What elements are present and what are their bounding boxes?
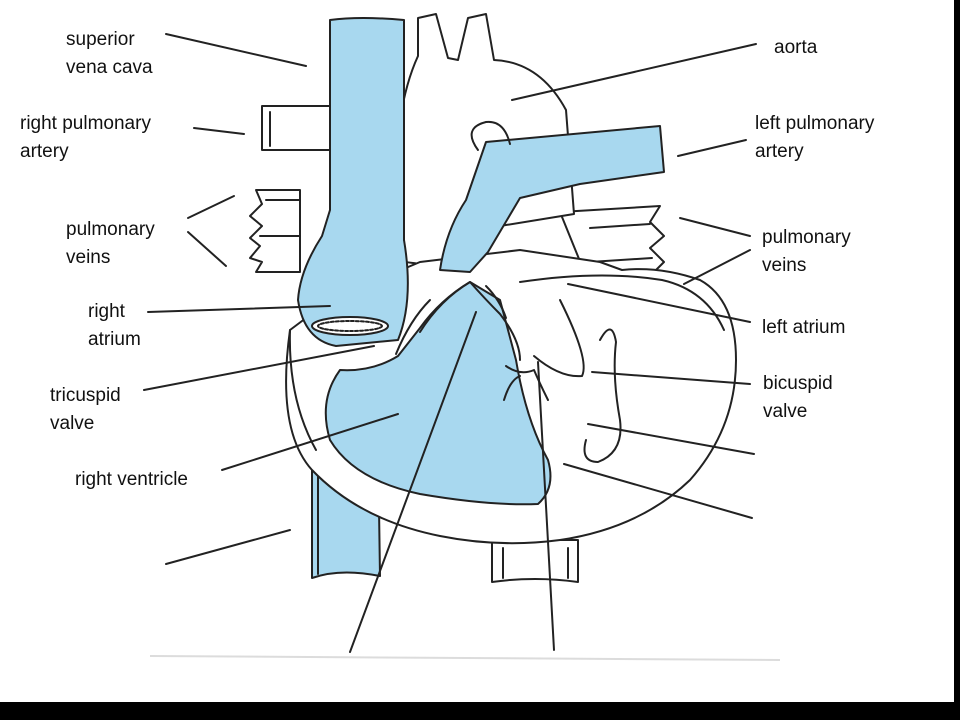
label-pulmonary-veins-left: pulmonary veins <box>66 216 155 272</box>
right-ventricle <box>324 281 552 506</box>
left-atrium <box>519 274 725 331</box>
leader-bicuspid-valve <box>591 371 751 385</box>
leader-pulmonary-veins-a <box>187 195 235 219</box>
label-aorta: aorta <box>774 34 817 62</box>
right-pulmonary-artery <box>261 105 331 151</box>
label-line: veins <box>762 255 807 276</box>
leader-right-ventricle <box>221 413 399 471</box>
leader-aorta <box>511 43 757 101</box>
label-right-pulmonary-artery: right pulmonary artery <box>20 110 151 166</box>
label-line: veins <box>66 247 111 268</box>
leader-right-atrium <box>147 305 331 313</box>
leader-unlabeled-2 <box>563 463 753 519</box>
label-line: vena cava <box>66 57 153 78</box>
label-line: pulmonary <box>762 227 851 248</box>
label-right-atrium: right atrium <box>88 298 141 354</box>
leader-unlabeled-4 <box>349 311 477 653</box>
descending-aorta <box>491 539 579 583</box>
leader-pulmonary-veins-c <box>679 217 751 237</box>
label-line: valve <box>763 401 808 422</box>
label-line: right <box>88 301 125 322</box>
septum <box>419 281 521 361</box>
label-line: left atrium <box>762 317 846 338</box>
heart-diagram <box>143 13 781 661</box>
leader-pulmonary-veins-d <box>683 249 751 285</box>
label-line: artery <box>755 141 804 162</box>
leader-unlabeled-1 <box>587 423 755 455</box>
frame-edge-right <box>954 0 960 702</box>
label-left-pulmonary-artery: left pulmonary artery <box>755 110 874 166</box>
label-right-ventricle: right ventricle <box>75 466 188 494</box>
label-line: valve <box>50 413 95 434</box>
leader-unlabeled-5 <box>537 361 555 651</box>
label-line: tricuspid <box>50 385 121 406</box>
label-left-atrium: left atrium <box>762 314 845 342</box>
label-tricuspid-valve: tricuspid valve <box>50 382 121 438</box>
label-line: artery <box>20 141 69 162</box>
label-line: left pulmonary <box>755 113 875 134</box>
label-line: superior <box>66 29 135 50</box>
label-line: pulmonary <box>66 219 155 240</box>
left-ventricle-wall <box>533 299 585 378</box>
label-line: aorta <box>774 37 818 58</box>
right-pulmonary-veins <box>249 189 301 273</box>
leader-unlabeled-3 <box>165 529 291 565</box>
leader-right-pulmonary-artery <box>193 127 245 135</box>
label-pulmonary-veins-right: pulmonary veins <box>762 224 851 280</box>
diagram-canvas: superior vena cava aorta right pulmonary… <box>0 0 960 702</box>
label-line: bicuspid <box>763 373 833 394</box>
bicuspid-valve <box>583 328 622 463</box>
leader-tricuspid-valve <box>143 345 375 391</box>
superior-vena-cava <box>297 17 409 347</box>
pulmonary-trunk <box>439 125 665 273</box>
leader-pulmonary-veins-b <box>187 231 227 267</box>
label-line: right ventricle <box>75 469 188 490</box>
label-superior-vena-cava: superior vena cava <box>66 26 153 82</box>
bottom-baseline <box>149 655 781 661</box>
label-line: right pulmonary <box>20 113 151 134</box>
label-bicuspid-valve: bicuspid valve <box>763 370 833 426</box>
leader-left-pulmonary-artery <box>677 139 747 157</box>
tricuspid-valve-ring <box>311 316 389 336</box>
leader-superior-vena-cava <box>165 33 307 67</box>
label-line: atrium <box>88 329 141 350</box>
leader-left-atrium <box>567 283 751 323</box>
